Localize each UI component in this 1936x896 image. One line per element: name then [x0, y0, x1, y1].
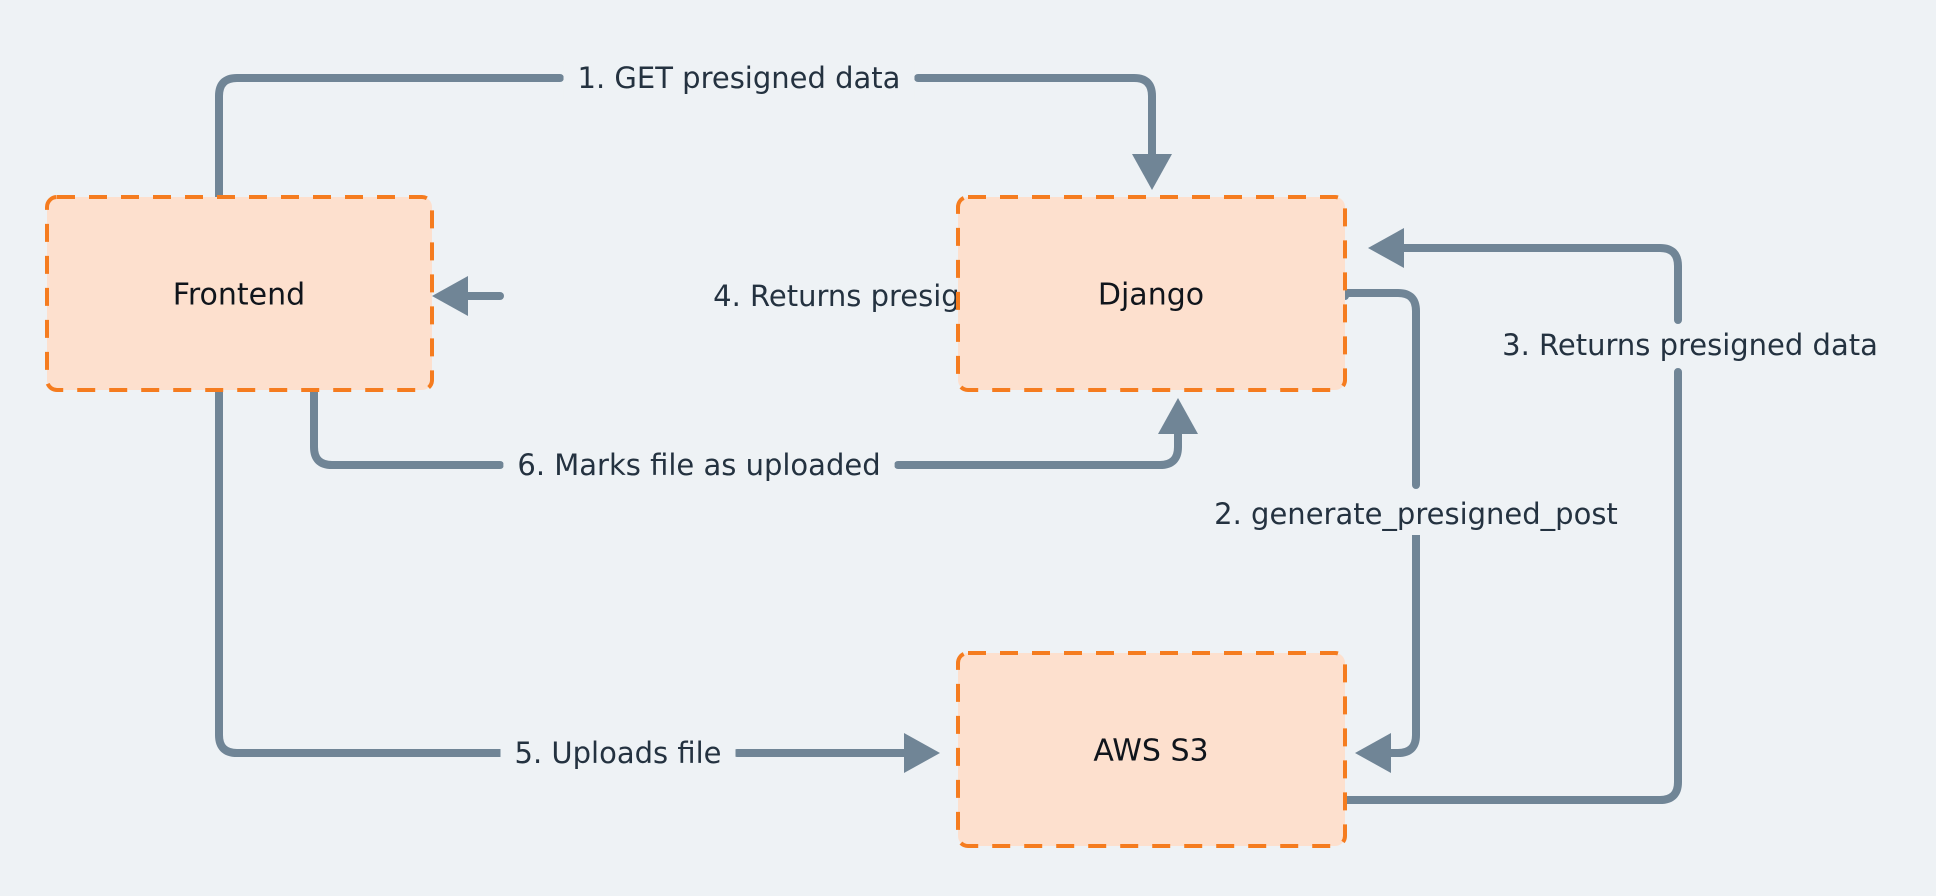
- edge-3-label-bg: [1488, 324, 1892, 366]
- edge-4-arrowhead: [432, 276, 468, 316]
- node-django[interactable]: Django: [956, 195, 1347, 392]
- node-aws-s3-box[interactable]: [956, 651, 1347, 848]
- edge-2-label-bg: [1200, 493, 1632, 535]
- edge-2-generate-presigned-post: 2. generate_presigned_post: [1200, 289, 1632, 773]
- edge-6-marks-file-as-uploaded: 6. Marks file as uploaded: [310, 386, 1198, 486]
- edge-2-path-bottom: [1386, 531, 1420, 757]
- edge-5-label-bg: [500, 732, 736, 774]
- edge-2-path-top: [1341, 289, 1420, 489]
- edge-3-path-top: [1399, 244, 1682, 324]
- edge-3-path-bottom: [1341, 368, 1682, 804]
- node-django-box[interactable]: [956, 195, 1347, 392]
- edge-5-label: 5. Uploads file: [515, 736, 722, 770]
- edge-5-arrowhead: [904, 733, 940, 773]
- node-aws-s3-label: AWS S3: [1093, 734, 1208, 769]
- edge-1-label-bg: [563, 57, 915, 99]
- edge-6-label-bg: [503, 444, 895, 486]
- edge-1-arrowhead: [1132, 154, 1172, 190]
- edge-2-arrowhead: [1355, 733, 1391, 773]
- edge-6-path-left: [310, 386, 504, 469]
- edge-1-path-left: [215, 74, 564, 201]
- node-frontend-label: Frontend: [173, 278, 305, 313]
- edge-6-path-right: [894, 426, 1182, 469]
- edge-1-path-right: [914, 74, 1156, 162]
- edge-5-path-left: [215, 386, 504, 757]
- edge-2-label: 2. generate_presigned_post: [1214, 497, 1618, 531]
- edge-3-label: 3. Returns presigned data: [1502, 328, 1878, 362]
- edge-6-label: 6. Marks file as uploaded: [517, 448, 880, 482]
- edge-6-arrowhead: [1158, 398, 1198, 434]
- node-frontend[interactable]: Frontend: [45, 195, 434, 392]
- node-frontend-box[interactable]: [45, 195, 434, 392]
- edge-3-returns-presigned-data: 3. Returns presigned data: [1341, 228, 1892, 804]
- node-django-label: Django: [1098, 278, 1204, 313]
- edge-1-label: 1. GET presigned data: [578, 61, 901, 95]
- edge-3-arrowhead: [1368, 228, 1404, 268]
- node-aws-s3[interactable]: AWS S3: [956, 651, 1347, 848]
- edge-1-get-presigned-data: 1. GET presigned data: [215, 57, 1172, 201]
- edge-5-uploads-file: 5. Uploads file: [215, 386, 940, 774]
